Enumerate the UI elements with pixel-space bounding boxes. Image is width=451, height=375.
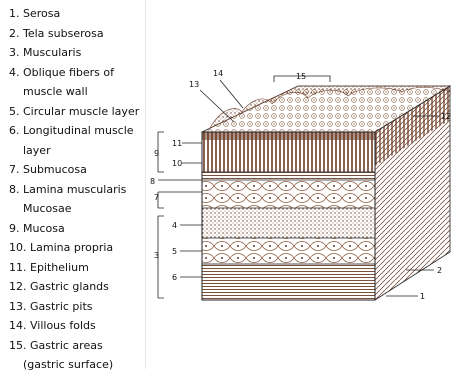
- legend-item-villous-folds: 14. Villous folds: [9, 316, 145, 336]
- legend-item-submucosa: 7. Submucosa: [9, 160, 145, 180]
- epithelium-band: [202, 132, 375, 140]
- legend-item-epithelium: 11. Epithelium: [9, 258, 145, 278]
- label-2: 2: [437, 266, 442, 275]
- oblique-fibers-band: [202, 208, 375, 238]
- label-11: 11: [172, 139, 182, 148]
- legend-list: 1. Serosa 2. Tela subserosa 3. Musculari…: [0, 0, 145, 375]
- legend-item-tela-subserosa: 2. Tela subserosa: [9, 24, 145, 44]
- submucosa-band: [202, 180, 375, 208]
- label-9: 9: [154, 149, 159, 158]
- label-12: 12: [441, 112, 451, 121]
- label-8: 8: [150, 177, 155, 186]
- legend-item-lamina-propria: 10. Lamina propria: [9, 238, 145, 258]
- legend-panel: 1. Serosa 2. Tela subserosa 3. Musculari…: [0, 0, 146, 369]
- stomach-wall-figure: 15 14 13 12 9 11 10 8 7 3 4 5 6: [150, 0, 451, 369]
- legend-item-mucosa: 9. Mucosa: [9, 219, 145, 239]
- label-4: 4: [172, 221, 177, 230]
- label-15: 15: [296, 72, 306, 81]
- lamina-muscularis-band: [202, 172, 375, 180]
- label-5: 5: [172, 247, 177, 256]
- arrow-14: [220, 80, 243, 108]
- label-13: 13: [189, 80, 199, 89]
- label-6: 6: [172, 273, 177, 282]
- legend-item-serosa: 1. Serosa: [9, 4, 145, 24]
- legend-item-gastric-glands: 12. Gastric glands: [9, 277, 145, 297]
- longitudinal-muscle-band: [202, 264, 375, 300]
- circular-muscle-band: [202, 238, 375, 264]
- label-1: 1: [420, 292, 425, 301]
- label-3: 3: [154, 251, 159, 260]
- legend-item-gastric-pits: 13. Gastric pits: [9, 297, 145, 317]
- arrow-13: [200, 90, 234, 122]
- stomach-wall-diagram: 15 14 13 12 9 11 10 8 7 3 4 5 6: [150, 0, 451, 369]
- legend-item-circular-muscle: 5. Circular muscle layer: [9, 102, 145, 122]
- legend-item-muscularis: 3. Muscularis: [9, 43, 145, 63]
- label-14: 14: [213, 69, 223, 78]
- bracket-7: [158, 192, 202, 208]
- label-10: 10: [172, 159, 182, 168]
